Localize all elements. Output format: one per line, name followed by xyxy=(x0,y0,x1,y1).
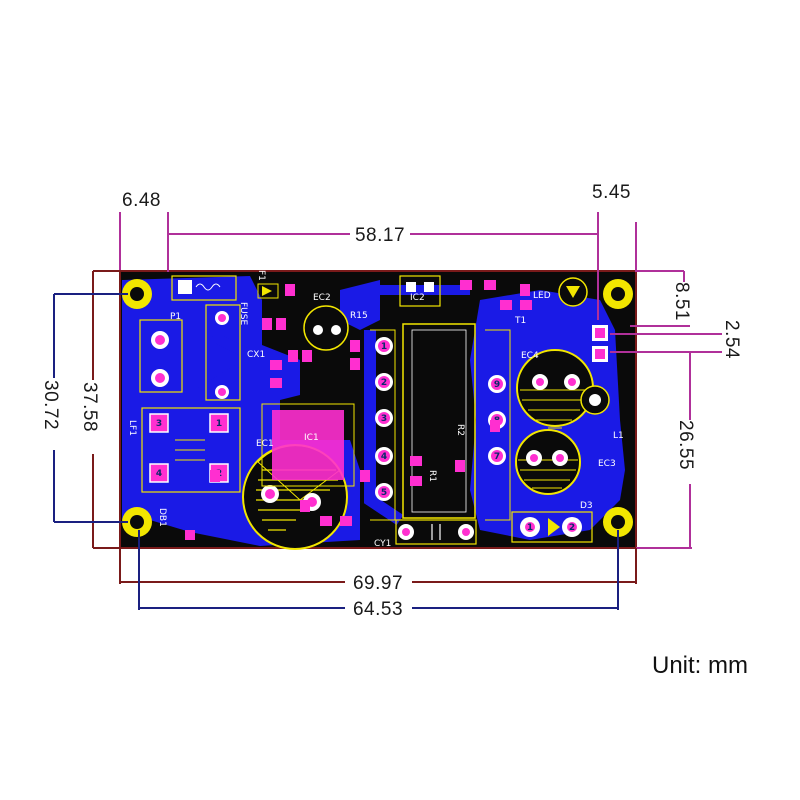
fuse-symbol xyxy=(195,283,221,291)
copper-pour-center-top xyxy=(340,280,380,330)
choke-winding-lines xyxy=(175,439,205,461)
copper-trace-b xyxy=(195,297,263,365)
dim-label-8-51: 8.51 xyxy=(671,282,692,321)
pad-number: 1 xyxy=(381,342,387,352)
silk-fuse-label: FUSE xyxy=(238,302,248,325)
pad-number: 4 xyxy=(381,452,387,462)
transformer-pads-left: 1 2 3 4 5 xyxy=(375,337,393,501)
smd-pads xyxy=(185,280,532,540)
dim-label-37-58: 37.58 xyxy=(79,382,100,432)
silk-cx1: CX1 xyxy=(247,350,265,360)
silk-cy1: CY1 xyxy=(374,539,391,549)
silk-fuse-ref: F1 xyxy=(256,270,266,281)
silk-led: LED xyxy=(533,291,551,301)
dimension-left-board-height: 37.58 xyxy=(79,270,122,549)
pad-number: 4 xyxy=(156,469,162,479)
silk-t1: T1 xyxy=(514,316,526,326)
silk-d3: D3 xyxy=(580,501,593,511)
transformer-bobbin-left xyxy=(370,329,396,521)
dimension-top-right-offset: 5.45 xyxy=(592,182,637,320)
silk-ec2: EC2 xyxy=(313,293,331,303)
dim-label-5-45: 5.45 xyxy=(592,182,631,203)
mounting-holes xyxy=(122,279,633,537)
pad-number: 9 xyxy=(494,380,500,390)
silk-ec4: EC4 xyxy=(521,351,539,361)
silk-l1: L1 xyxy=(613,431,624,441)
pad-number: 3 xyxy=(156,419,162,429)
d3-symbol xyxy=(548,518,560,536)
transformer-bobbin-right xyxy=(485,329,511,521)
connector-p1-outline xyxy=(139,319,183,393)
silk-ec1: EC1 xyxy=(256,439,274,449)
silk-lf1: LF1 xyxy=(127,420,137,436)
pad-number: 1 xyxy=(216,419,222,429)
diode-symbol xyxy=(262,286,272,296)
pad-number: 2 xyxy=(569,523,575,533)
capacitor-ec2 xyxy=(303,305,349,351)
dimension-bottom-hole-span: 64.53 xyxy=(138,530,619,620)
diode-outline xyxy=(257,283,279,299)
ic2-pad xyxy=(406,282,416,292)
led-symbol xyxy=(566,286,580,298)
dimension-left-hole-span: 30.72 xyxy=(40,293,128,523)
dim-label-58-17: 58.17 xyxy=(355,225,405,246)
fuse-outline xyxy=(171,275,237,301)
fuse-pad xyxy=(178,280,192,294)
diode-d3-outline xyxy=(511,511,593,543)
silk-ic1: IC1 xyxy=(304,433,319,443)
ic1-body xyxy=(272,410,344,480)
dimension-top-left-offset: 6.48 xyxy=(119,190,169,272)
dim-label-6-48: 6.48 xyxy=(122,190,161,211)
pad-number: 5 xyxy=(381,488,387,498)
capacitor-ec4 xyxy=(516,349,594,429)
silk-r15: R15 xyxy=(350,311,368,321)
dim-label-69-97: 69.97 xyxy=(353,573,403,594)
capacitor-ec3 xyxy=(515,429,581,495)
dimension-board-width: 69.97 xyxy=(119,548,637,594)
pad-number: 3 xyxy=(381,414,387,424)
silk-p1: P1 xyxy=(170,312,181,322)
dimension-top-hole-span: 58.17 xyxy=(168,225,598,246)
pad-number: 2 xyxy=(381,378,387,388)
ic2-pad xyxy=(424,282,434,292)
silk-ec3: EC3 xyxy=(598,459,616,469)
copper-trace-a xyxy=(125,364,244,402)
copper-trace-d xyxy=(364,330,404,525)
dimension-right-hole-span: 26.55 xyxy=(636,351,696,549)
ic1-outline xyxy=(261,403,355,487)
dim-label-30-72: 30.72 xyxy=(40,380,61,430)
pad-number: 7 xyxy=(494,452,500,462)
dim-label-2-54: 2.54 xyxy=(721,320,742,359)
ic2-outline xyxy=(399,275,441,307)
pad-number: 1 xyxy=(527,523,533,533)
pcb-board: 1 2 3 4 5 9 8 7 3 1 4 2 xyxy=(119,270,637,550)
dimension-right-top-offset: 8.51 xyxy=(630,270,692,327)
choke-lf1-outline xyxy=(141,407,241,493)
transformer-outline xyxy=(402,323,476,519)
dim-label-26-55: 26.55 xyxy=(675,420,696,470)
silk-r2: R2 xyxy=(455,424,465,436)
silk-r1: R1 xyxy=(427,470,437,482)
silk-ic2: IC2 xyxy=(410,293,425,303)
unit-label: Unit: mm xyxy=(652,652,748,679)
capacitor-cx1-outline xyxy=(205,304,241,401)
dim-label-64-53: 64.53 xyxy=(353,599,403,620)
silk-db1: DB1 xyxy=(157,508,167,527)
capacitor-cy1-outline xyxy=(395,519,477,545)
